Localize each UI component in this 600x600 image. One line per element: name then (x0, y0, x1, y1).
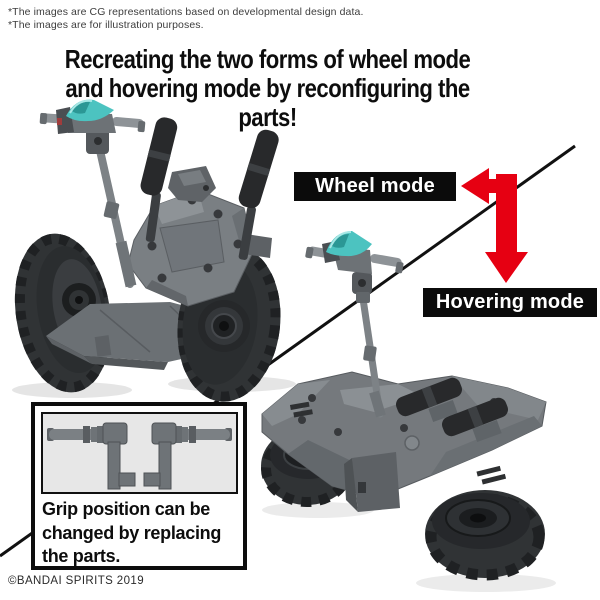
hover-body-platform (261, 371, 547, 512)
headline-line-2: and hovering mode by reconfiguring the p… (65, 73, 470, 132)
grip-note-line-2: changed by replacing (42, 522, 222, 543)
disclaimer-line-1: *The images are CG representations based… (8, 6, 364, 18)
copyright: ©BANDAI SPIRITS 2019 (8, 575, 144, 587)
hovering-mode-render (261, 231, 556, 592)
head-unit (168, 166, 216, 202)
right-wheel-hub (198, 300, 250, 352)
grip-note-line-1: Grip position can be (42, 499, 211, 519)
shadow (416, 574, 556, 592)
right-hover-wheel (425, 490, 545, 581)
grip-note-box: Grip position can be changed by replacin… (31, 402, 247, 570)
hover-handlebar (305, 231, 404, 303)
rear-grips (140, 117, 279, 260)
grip-parts-diagram (40, 412, 238, 494)
disclaimer-line-2: *The images are for illustration purpose… (8, 19, 204, 31)
wheel-mode-label: Wheel mode (294, 172, 456, 201)
headline-line-1: Recreating the two forms of wheel mode (64, 44, 471, 74)
stowed-grips (396, 377, 508, 443)
grip-part-left (46, 422, 135, 490)
handlebar (39, 99, 146, 154)
headline: Recreating the two forms of wheel mode a… (40, 45, 495, 132)
mode-swap-arrow-icon (461, 168, 528, 283)
shadow (262, 502, 374, 518)
hovering-mode-label: Hovering mode (423, 288, 597, 317)
wheel-mode-render (12, 99, 296, 402)
grip-note-line-3: the parts. (42, 546, 121, 566)
grip-part-right (143, 422, 232, 490)
hover-steering-column (358, 288, 386, 418)
disclaimer: *The images are CG representations based… (8, 6, 363, 32)
grip-note-text: Grip position can be changed by replacin… (35, 498, 243, 569)
steering-column (95, 142, 137, 288)
grip-parts-art (46, 422, 232, 490)
